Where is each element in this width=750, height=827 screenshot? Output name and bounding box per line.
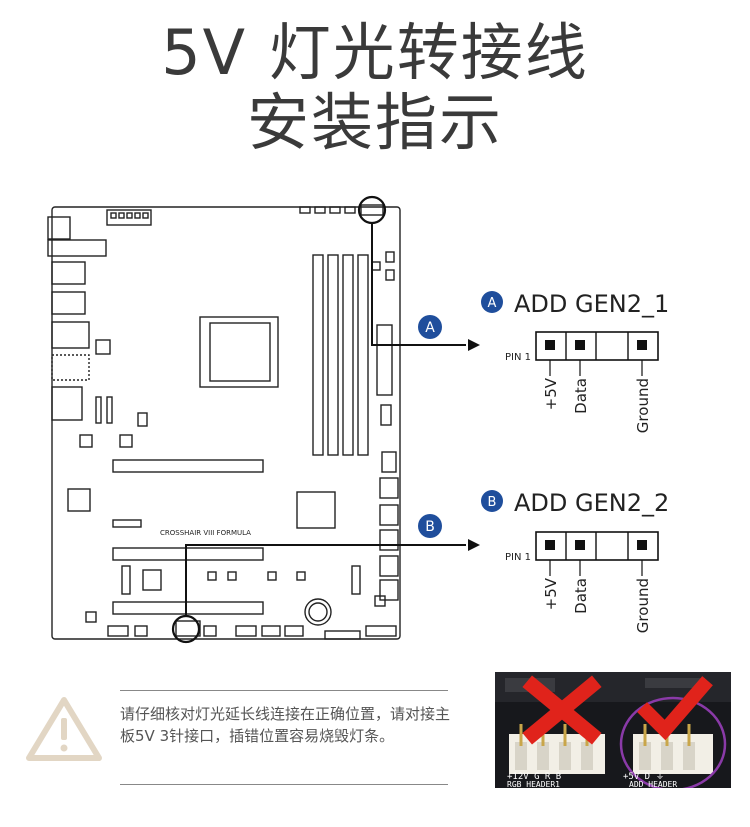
- rgb-header-pin-labels: +12V G R B: [507, 772, 561, 782]
- badge-a: [481, 291, 503, 313]
- motherboard: [47, 204, 401, 640]
- connector-a-pin-label-2: Data: [572, 378, 590, 414]
- connector-b-pin1-label: PIN 1: [505, 552, 531, 563]
- connector-b-pin-2: [575, 540, 585, 550]
- warning-top-rule: [120, 690, 448, 691]
- connector-b-pin-label-2: Data: [572, 578, 590, 614]
- connector-b-pin-1: [545, 540, 555, 550]
- connector-b-pin-label-4: Ground: [634, 578, 652, 633]
- arrow-b-icon: [468, 539, 480, 551]
- connector-a: A ADD GEN2_1 PIN 1 +5V Data Ground: [481, 290, 669, 433]
- leader-line-b: [185, 544, 466, 616]
- connector-b-pin-4: [637, 540, 647, 550]
- rgb-header-name: RGB_HEADER1: [507, 780, 560, 788]
- warning-text: 请仔细核对灯光延长线连接在正确位置，请对接主板5V 3针接口，插错位置容易烧毁灯…: [120, 705, 451, 745]
- warning-bottom-rule: [120, 784, 448, 785]
- connector-b: B ADD GEN2_2 PIN 1 +5V Data Ground: [481, 489, 669, 633]
- header-photo-canvas: +12V G R B RGB_HEADER1 +5V D ⏚ ADD_HEADE…: [495, 672, 731, 788]
- warning-triangle-icon: [26, 697, 102, 761]
- cross-icon: [522, 675, 602, 745]
- badge-a-line: [418, 315, 442, 339]
- connector-b-pin-label-1: +5V: [542, 577, 560, 610]
- badge-b-line-letter: B: [425, 519, 435, 535]
- leader-line-a: [371, 223, 466, 346]
- connector-a-pin-1: [545, 340, 555, 350]
- add-header: [633, 724, 713, 774]
- header-b-highlight: [171, 614, 201, 644]
- connector-a-name: ADD GEN2_1: [514, 290, 669, 318]
- header-photo: +12V G R B RGB_HEADER1 +5V D ⏚ ADD_HEADE…: [495, 672, 731, 788]
- badge-a-line-letter: A: [425, 320, 435, 336]
- connector-a-pin1-label: PIN 1: [505, 352, 531, 363]
- badge-b-letter: B: [488, 495, 497, 510]
- add-header-highlight: [619, 696, 727, 788]
- connector-a-pin-label-1: +5V: [542, 377, 560, 410]
- check-icon: [637, 676, 713, 741]
- add-header-name: ADD_HEADER: [629, 780, 677, 788]
- page-title-line1: 5V 灯光转接线: [161, 16, 589, 89]
- badge-b: [481, 490, 503, 512]
- motherboard-outline: [51, 206, 401, 640]
- rgb-header: [509, 724, 605, 774]
- connector-b-name: ADD GEN2_2: [514, 489, 669, 517]
- connector-a-pin-2: [575, 340, 585, 350]
- connector-a-pin-label-4: Ground: [634, 378, 652, 433]
- badge-b-line: [418, 514, 442, 538]
- add-header-pin-labels: +5V D ⏚: [623, 771, 665, 782]
- page-title-line2: 安装指示: [246, 86, 503, 159]
- board-model-label: CROSSHAIR VIII FORMULA: [160, 529, 251, 537]
- header-a-highlight: [357, 195, 387, 225]
- connector-a-pin-4: [637, 340, 647, 350]
- arrow-a-icon: [468, 339, 480, 351]
- badge-a-letter: A: [488, 296, 497, 311]
